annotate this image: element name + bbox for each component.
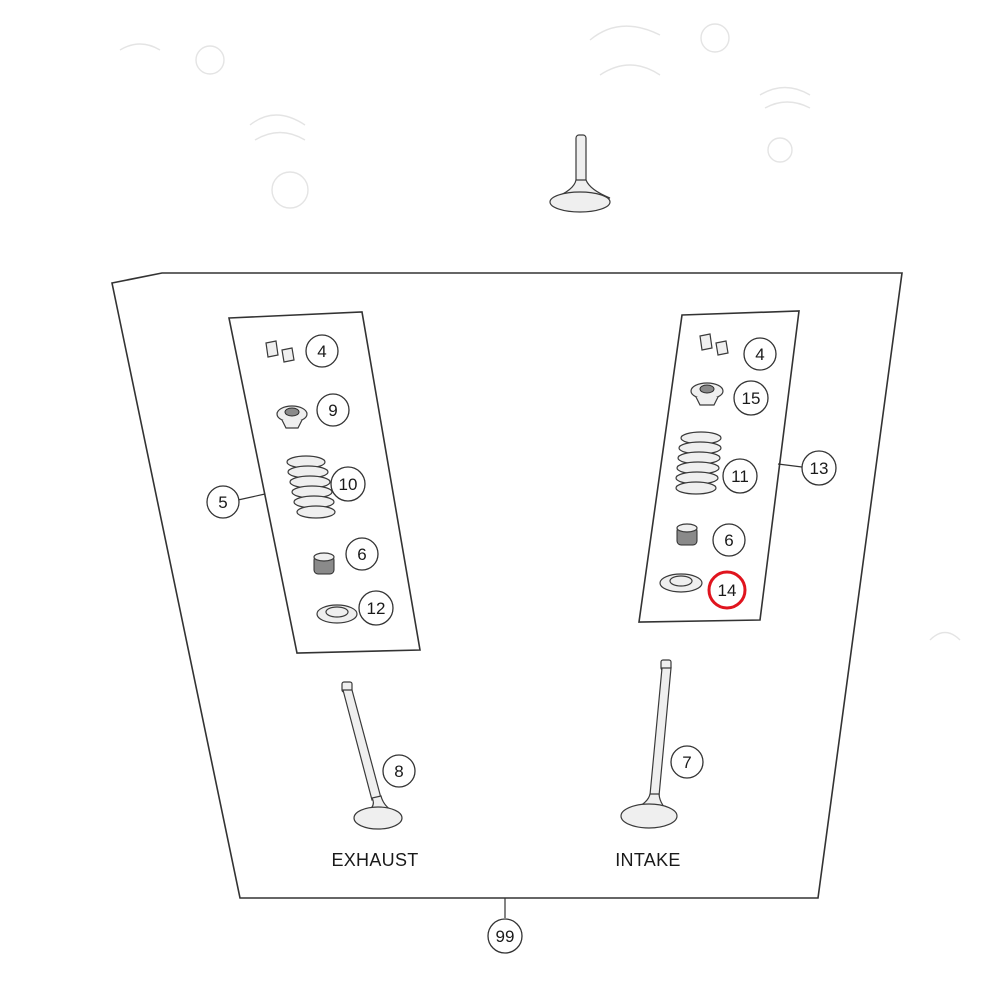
exhaust-valve bbox=[341, 681, 403, 830]
callout-11-text: 11 bbox=[731, 467, 749, 486]
exhaust-label: EXHAUST bbox=[331, 850, 418, 870]
valve-stem-seal-exhaust bbox=[313, 552, 335, 575]
exhaust-kit-panel bbox=[228, 311, 421, 654]
callout-6-intake: 6 bbox=[712, 523, 746, 557]
callout-9: 9 bbox=[316, 393, 350, 427]
callout-11: 11 bbox=[722, 458, 758, 494]
callout-4-exhaust: 4 bbox=[305, 334, 339, 368]
leader-lines bbox=[237, 463, 803, 918]
intake-valve bbox=[620, 659, 678, 829]
callout-4-intake: 4 bbox=[743, 337, 777, 371]
callout-13-text: 13 bbox=[810, 459, 829, 478]
callout-5-text: 5 bbox=[218, 493, 227, 512]
callout-4-intake-text: 4 bbox=[755, 345, 764, 364]
spring-seat-intake bbox=[659, 573, 703, 593]
intake-kit-panel bbox=[638, 310, 800, 623]
intake-label: INTAKE bbox=[615, 850, 680, 870]
background-ghost-parts bbox=[119, 23, 961, 641]
callout-10-text: 10 bbox=[339, 475, 358, 494]
spring-seat-exhaust bbox=[316, 604, 358, 624]
callout-5: 5 bbox=[206, 485, 240, 519]
valve-keepers-exhaust bbox=[265, 340, 295, 363]
callout-6-exhaust-text: 6 bbox=[357, 545, 366, 564]
callout-10: 10 bbox=[330, 466, 366, 502]
callout-7: 7 bbox=[670, 745, 704, 779]
callout-15-text: 15 bbox=[742, 389, 761, 408]
callout-12: 12 bbox=[358, 590, 394, 626]
spring-retainer-exhaust bbox=[276, 405, 308, 429]
callout-15: 15 bbox=[733, 380, 769, 416]
callout-99: 99 bbox=[487, 918, 523, 954]
callout-13: 13 bbox=[801, 450, 837, 486]
callout-8-text: 8 bbox=[394, 762, 403, 781]
valve-spring-intake bbox=[675, 431, 722, 495]
valve-keepers-intake bbox=[699, 333, 729, 356]
callout-14-highlighted[interactable]: 14 bbox=[707, 570, 747, 610]
callout-14-text: 14 bbox=[718, 581, 737, 600]
valve-stem-seal-intake bbox=[676, 523, 698, 546]
callout-99-text: 99 bbox=[496, 927, 515, 946]
callout-8: 8 bbox=[382, 754, 416, 788]
callout-9-text: 9 bbox=[328, 401, 337, 420]
callout-6-exhaust: 6 bbox=[345, 537, 379, 571]
callout-4-exhaust-text: 4 bbox=[317, 342, 326, 361]
spring-retainer-intake bbox=[690, 382, 724, 406]
callout-12-text: 12 bbox=[367, 599, 386, 618]
callout-6-intake-text: 6 bbox=[724, 531, 733, 550]
top-valve bbox=[549, 134, 611, 213]
callout-7-text: 7 bbox=[682, 753, 691, 772]
valve-spring-exhaust bbox=[286, 455, 336, 519]
kit-frame-99 bbox=[111, 272, 903, 899]
